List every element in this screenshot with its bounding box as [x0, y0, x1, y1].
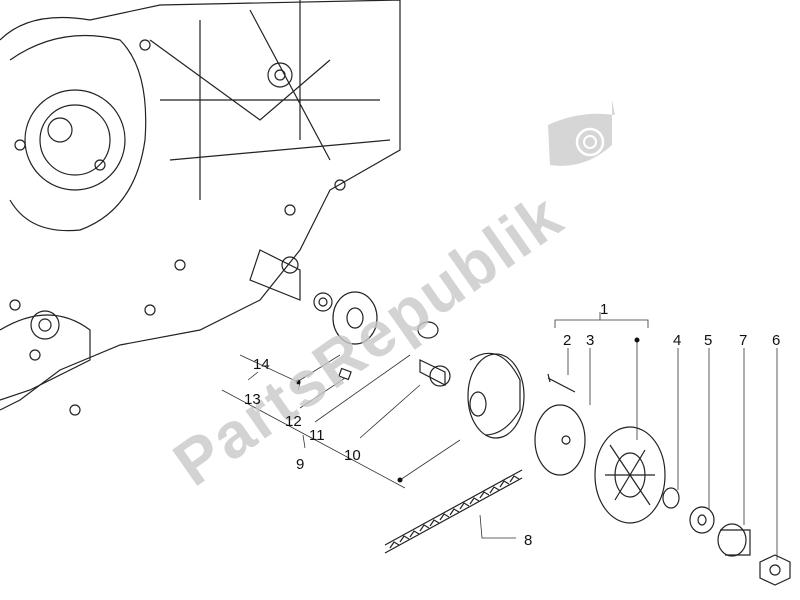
callout-12: 12 — [285, 413, 302, 430]
callout-4: 4 — [673, 332, 682, 349]
callout-2: 2 — [563, 332, 572, 349]
callout-1: 1 — [600, 301, 609, 318]
callout-3: 3 — [586, 332, 595, 349]
callout-14: 14 — [253, 356, 270, 373]
cover-plate — [534, 404, 586, 476]
bushing-7 — [717, 523, 751, 557]
drive-belt-8 — [384, 469, 523, 554]
fan-pulley — [594, 426, 666, 524]
callout-11: 11 — [309, 427, 325, 444]
nut-6 — [759, 554, 791, 586]
gear-flag-icon — [548, 100, 615, 166]
leader-dots — [295, 337, 640, 483]
callout-5: 5 — [704, 332, 713, 349]
callout-7: 7 — [739, 332, 748, 349]
callout-13: 13 — [244, 391, 261, 408]
washer-4 — [662, 487, 680, 509]
screw-2 — [547, 373, 576, 393]
ramp-plate — [313, 291, 378, 345]
pulley-half — [467, 352, 525, 439]
bushings — [338, 321, 451, 387]
callout-10: 10 — [344, 447, 361, 464]
washer-5 — [689, 506, 715, 534]
callout-6: 6 — [772, 332, 781, 349]
callout-9: 9 — [296, 456, 305, 473]
leader-lines — [221, 312, 778, 560]
crankcase — [0, 0, 401, 416]
callout-8: 8 — [524, 532, 533, 549]
